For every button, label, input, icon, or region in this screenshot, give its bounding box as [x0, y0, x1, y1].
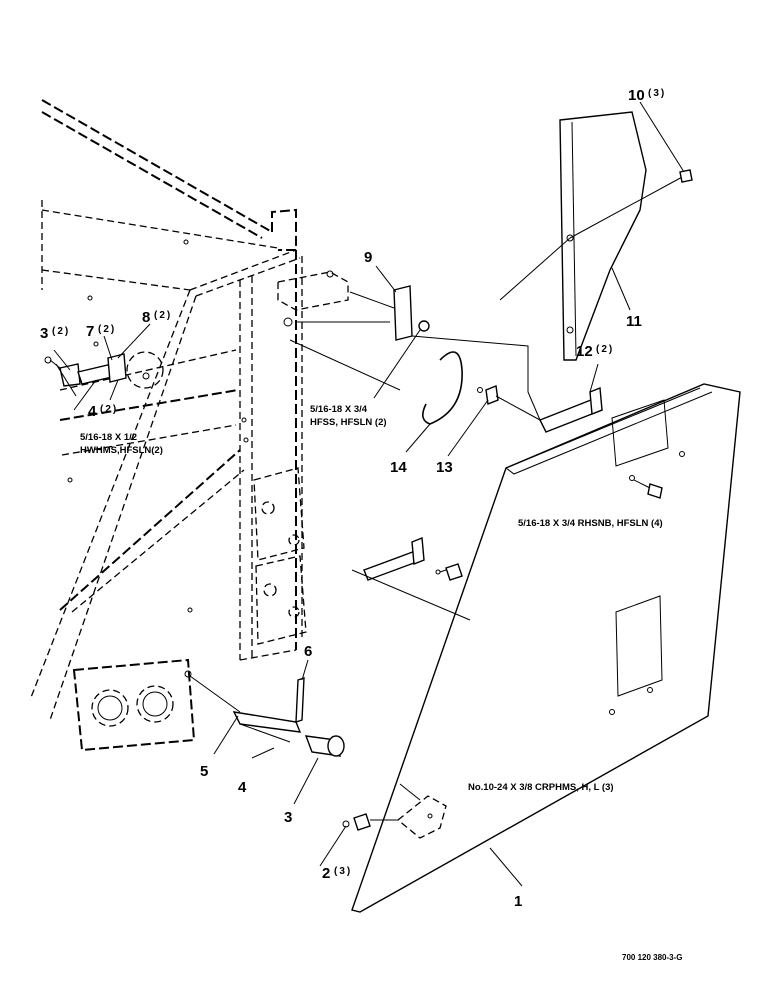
lower-latch-assembly [184, 670, 345, 757]
rhsnb-note: 5/16-18 X 3/4 RHSNB, HFSLN (4) [518, 518, 663, 529]
callout-leaders [53, 101, 685, 887]
callout-1: 1 [514, 893, 522, 910]
callout-quantity: (2) [154, 310, 172, 321]
callout-7: 7 (2) [86, 323, 116, 340]
drawing-id: 700 120 380-3-G [622, 953, 683, 962]
callout-number: 13 [436, 459, 453, 476]
callout-4-upper: 4 (2) [88, 403, 118, 420]
callout-3-upper: 3 (2) [40, 325, 70, 342]
callout-number: 7 [86, 323, 94, 340]
callout-number: 6 [304, 643, 312, 660]
callout-3-lower: 3 [284, 809, 292, 826]
callout-12: 12 (2) [576, 343, 614, 360]
callout-number: 2 [322, 865, 330, 882]
callout-number: 3 [284, 809, 292, 826]
callout-14: 14 [390, 459, 407, 476]
callout-10: 10 (3) [628, 87, 666, 104]
upper-deflector [499, 111, 693, 361]
callout-4-lower: 4 [238, 779, 247, 796]
callout-number: 4 [238, 779, 247, 796]
side-panel-group [342, 335, 741, 913]
callout-number: 12 [576, 343, 593, 360]
hwhms-note-line2: HWHMS,HFSLN(2) [80, 445, 163, 456]
callout-2: 2 (3) [322, 865, 352, 882]
callout-number: 4 [88, 403, 97, 420]
callout-number: 14 [390, 459, 407, 476]
callout-number: 1 [514, 893, 522, 910]
callout-quantity: (2) [596, 344, 614, 355]
callout-9: 9 [364, 249, 372, 266]
callout-11: 11 [626, 313, 642, 330]
callout-number: 9 [364, 249, 372, 266]
callout-number: 5 [200, 763, 208, 780]
callout-quantity: (2) [52, 326, 70, 337]
callout-quantity: (3) [334, 866, 352, 877]
callout-6: 6 [304, 643, 312, 660]
callout-8: 8 (2) [142, 309, 172, 326]
hfss-note-line1: 5/16-18 X 3/4 [310, 404, 368, 415]
upper-bracket-group [277, 270, 430, 341]
hwhms-note-line1: 5/16-18 X 1/2 [80, 432, 137, 443]
cable-and-clip [289, 339, 499, 425]
callout-5: 5 [200, 763, 208, 780]
callout-number: 11 [626, 313, 642, 330]
upper-latch-assembly [44, 351, 164, 389]
callout-number: 8 [142, 309, 150, 326]
callout-quantity: (2) [98, 324, 116, 335]
hfss-note-line2: HFSS, HFSLN (2) [310, 417, 387, 428]
callout-quantity: (3) [648, 88, 666, 99]
callout-number: 10 [628, 87, 645, 104]
callout-quantity: (2) [100, 404, 118, 415]
callout-number: 3 [40, 325, 48, 342]
machine-frame-phantom [29, 99, 307, 752]
crphms-note: No.10-24 X 3/8 CRPHMS, H, L (3) [468, 782, 614, 793]
callout-13: 13 [436, 459, 453, 476]
